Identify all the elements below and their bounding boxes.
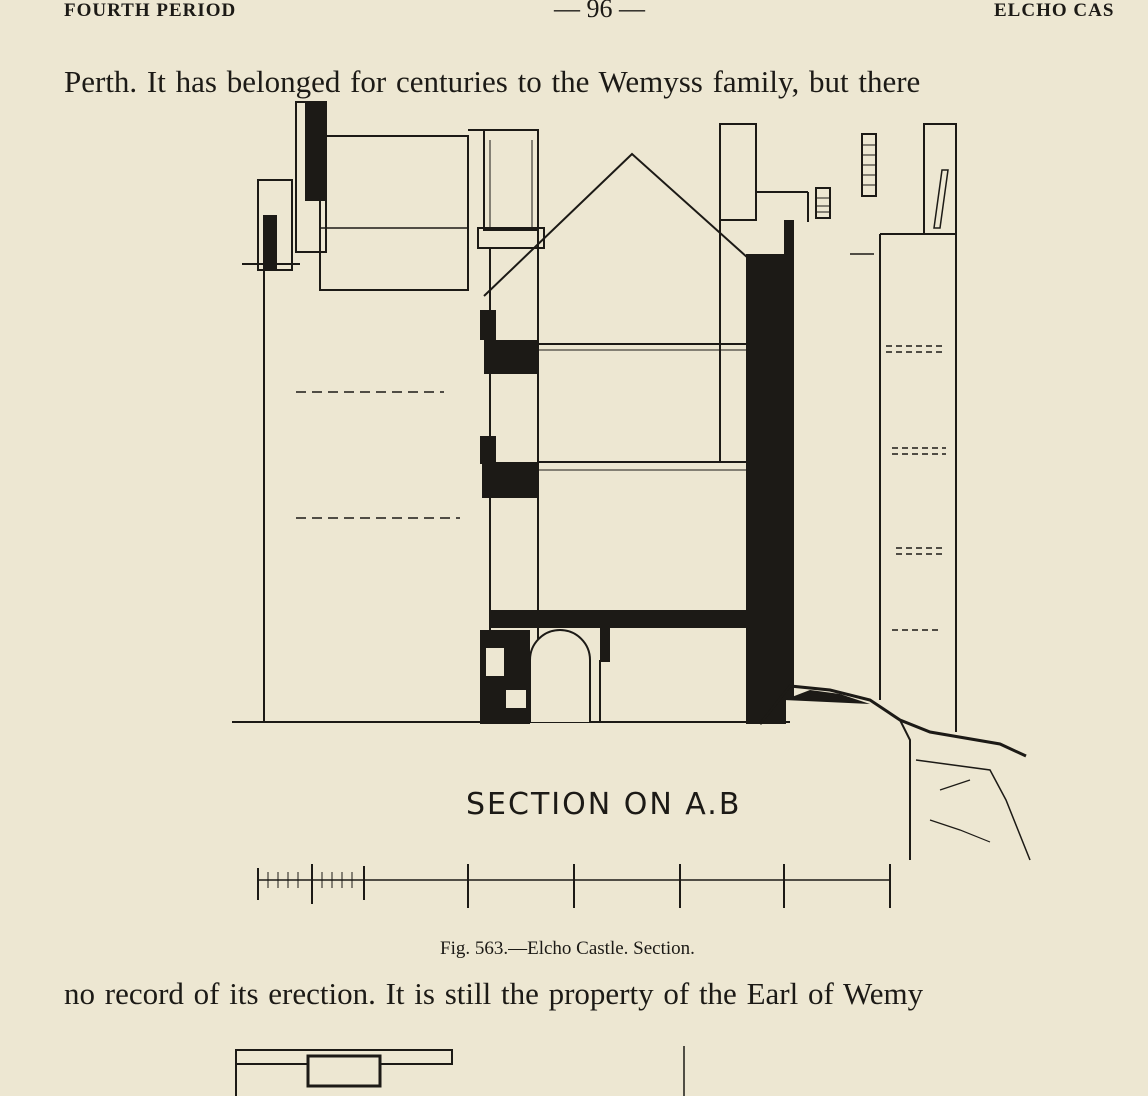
far-right-chimney [923,123,957,235]
page-number: — 96 — [554,0,645,23]
body-text-line-top: Perth. It has belonged for centuries to … [64,64,921,99]
thick-wall-right [746,254,786,724]
section-label: SECTION ON A.B [466,787,741,822]
central-roof [483,152,749,297]
figure-caption: Fig. 563.—Elcho Castle. Section. [440,938,695,959]
running-head: FOURTH PERIOD — 96 — ELCHO CAS [0,0,1148,23]
central-chimney [483,129,539,231]
body-text-line-bottom: no record of its erection. It is still t… [64,976,924,1011]
running-head-right: ELCHO CAS [994,0,1115,21]
running-head-left: FOURTH PERIOD [64,0,237,21]
left-corner-block [263,215,277,269]
vault-arch [529,629,591,722]
ground-floor-slab [490,610,746,628]
right-chimney [719,123,757,221]
left-tower-top [319,135,469,291]
